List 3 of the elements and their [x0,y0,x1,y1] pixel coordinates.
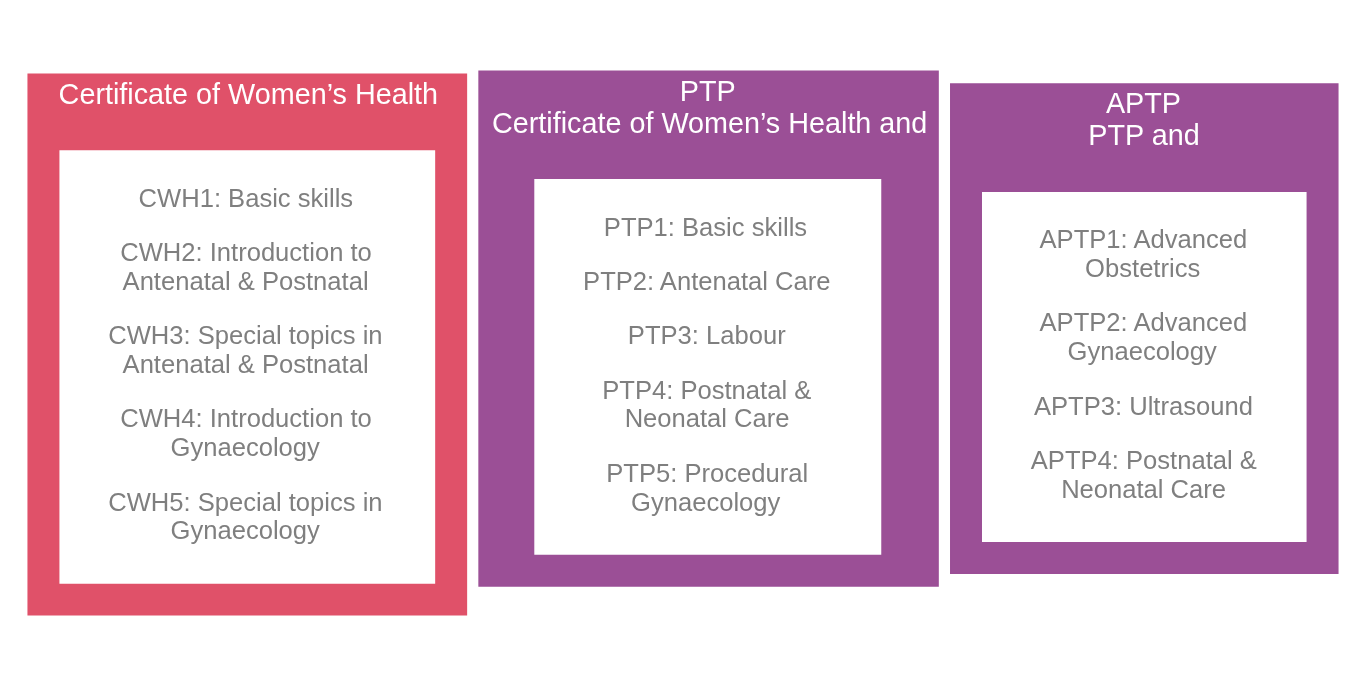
node-box: CWH1: Basic skills CWH2: Introduction to Antenatal & Postnatal CWH3: Special topics in Antenatal & Postnatal CWH4: Introduction to Gynaecology CWH5: Special topics in Gynaecology [59,150,436,584]
node-box: PTP1: Basic skills PTP2: Antenatal Care PTP3: Labour PTP4: Postnatal & Neonatal Care PTP5: Procedural Gynaecology [534,179,882,555]
node-box: APTP1: Advanced Obstetrics APTP2: Advanced Gynaecology APTP3: Ultrasound APTP4: Postnatal & Neonatal Care [982,191,1307,543]
